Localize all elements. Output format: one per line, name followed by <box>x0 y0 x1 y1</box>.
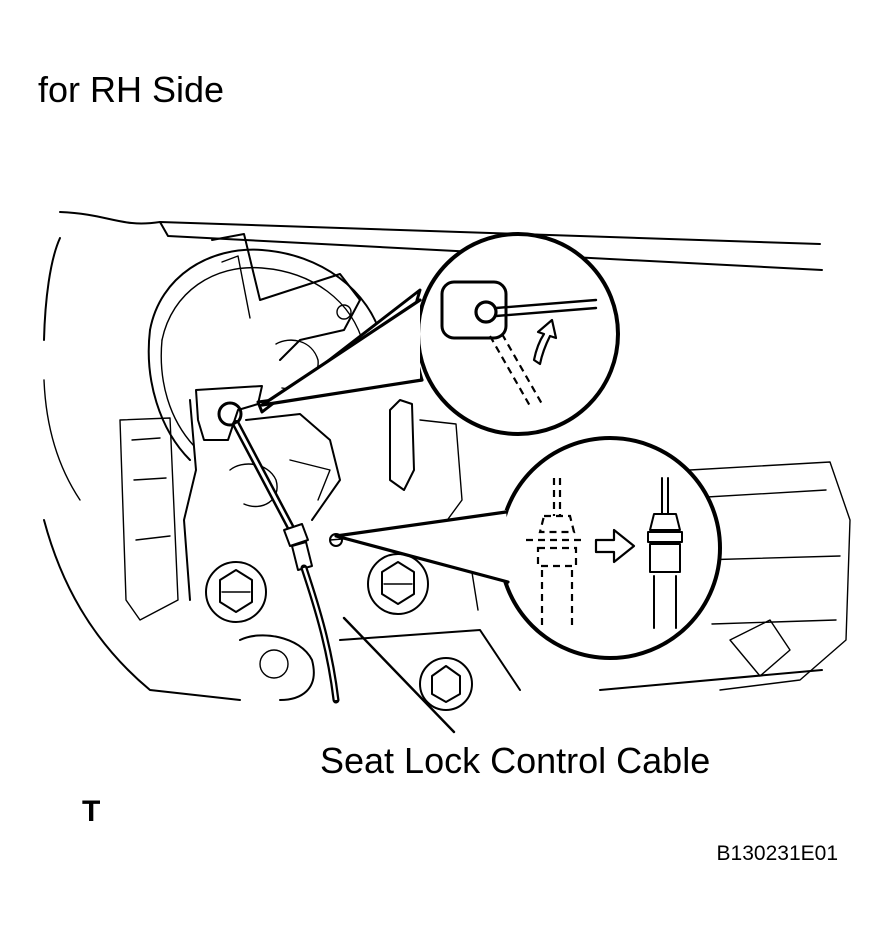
seat-lock-control-cable <box>232 420 340 704</box>
lower-housing <box>239 629 521 701</box>
curved-arrow-icon <box>532 318 558 366</box>
cable-label-leader <box>342 616 456 734</box>
adjuster-disc <box>147 233 383 461</box>
cable-end-detail-view <box>256 232 620 436</box>
lower-mechanism <box>119 399 479 621</box>
corner-mark: T <box>82 795 101 828</box>
cable-housing-detail-view <box>329 436 722 660</box>
bolt-right <box>367 553 429 615</box>
page-title: for RH Side <box>38 69 225 110</box>
seat-frame <box>43 211 851 701</box>
right-arrow-icon <box>594 528 636 564</box>
bolt-bottom <box>419 657 473 711</box>
figure-code: B130231E01 <box>716 842 838 865</box>
seat-lock-control-cable-label: Seat Lock Control Cable <box>320 740 711 781</box>
lock-lever <box>195 385 263 441</box>
bolt-left <box>205 561 267 623</box>
